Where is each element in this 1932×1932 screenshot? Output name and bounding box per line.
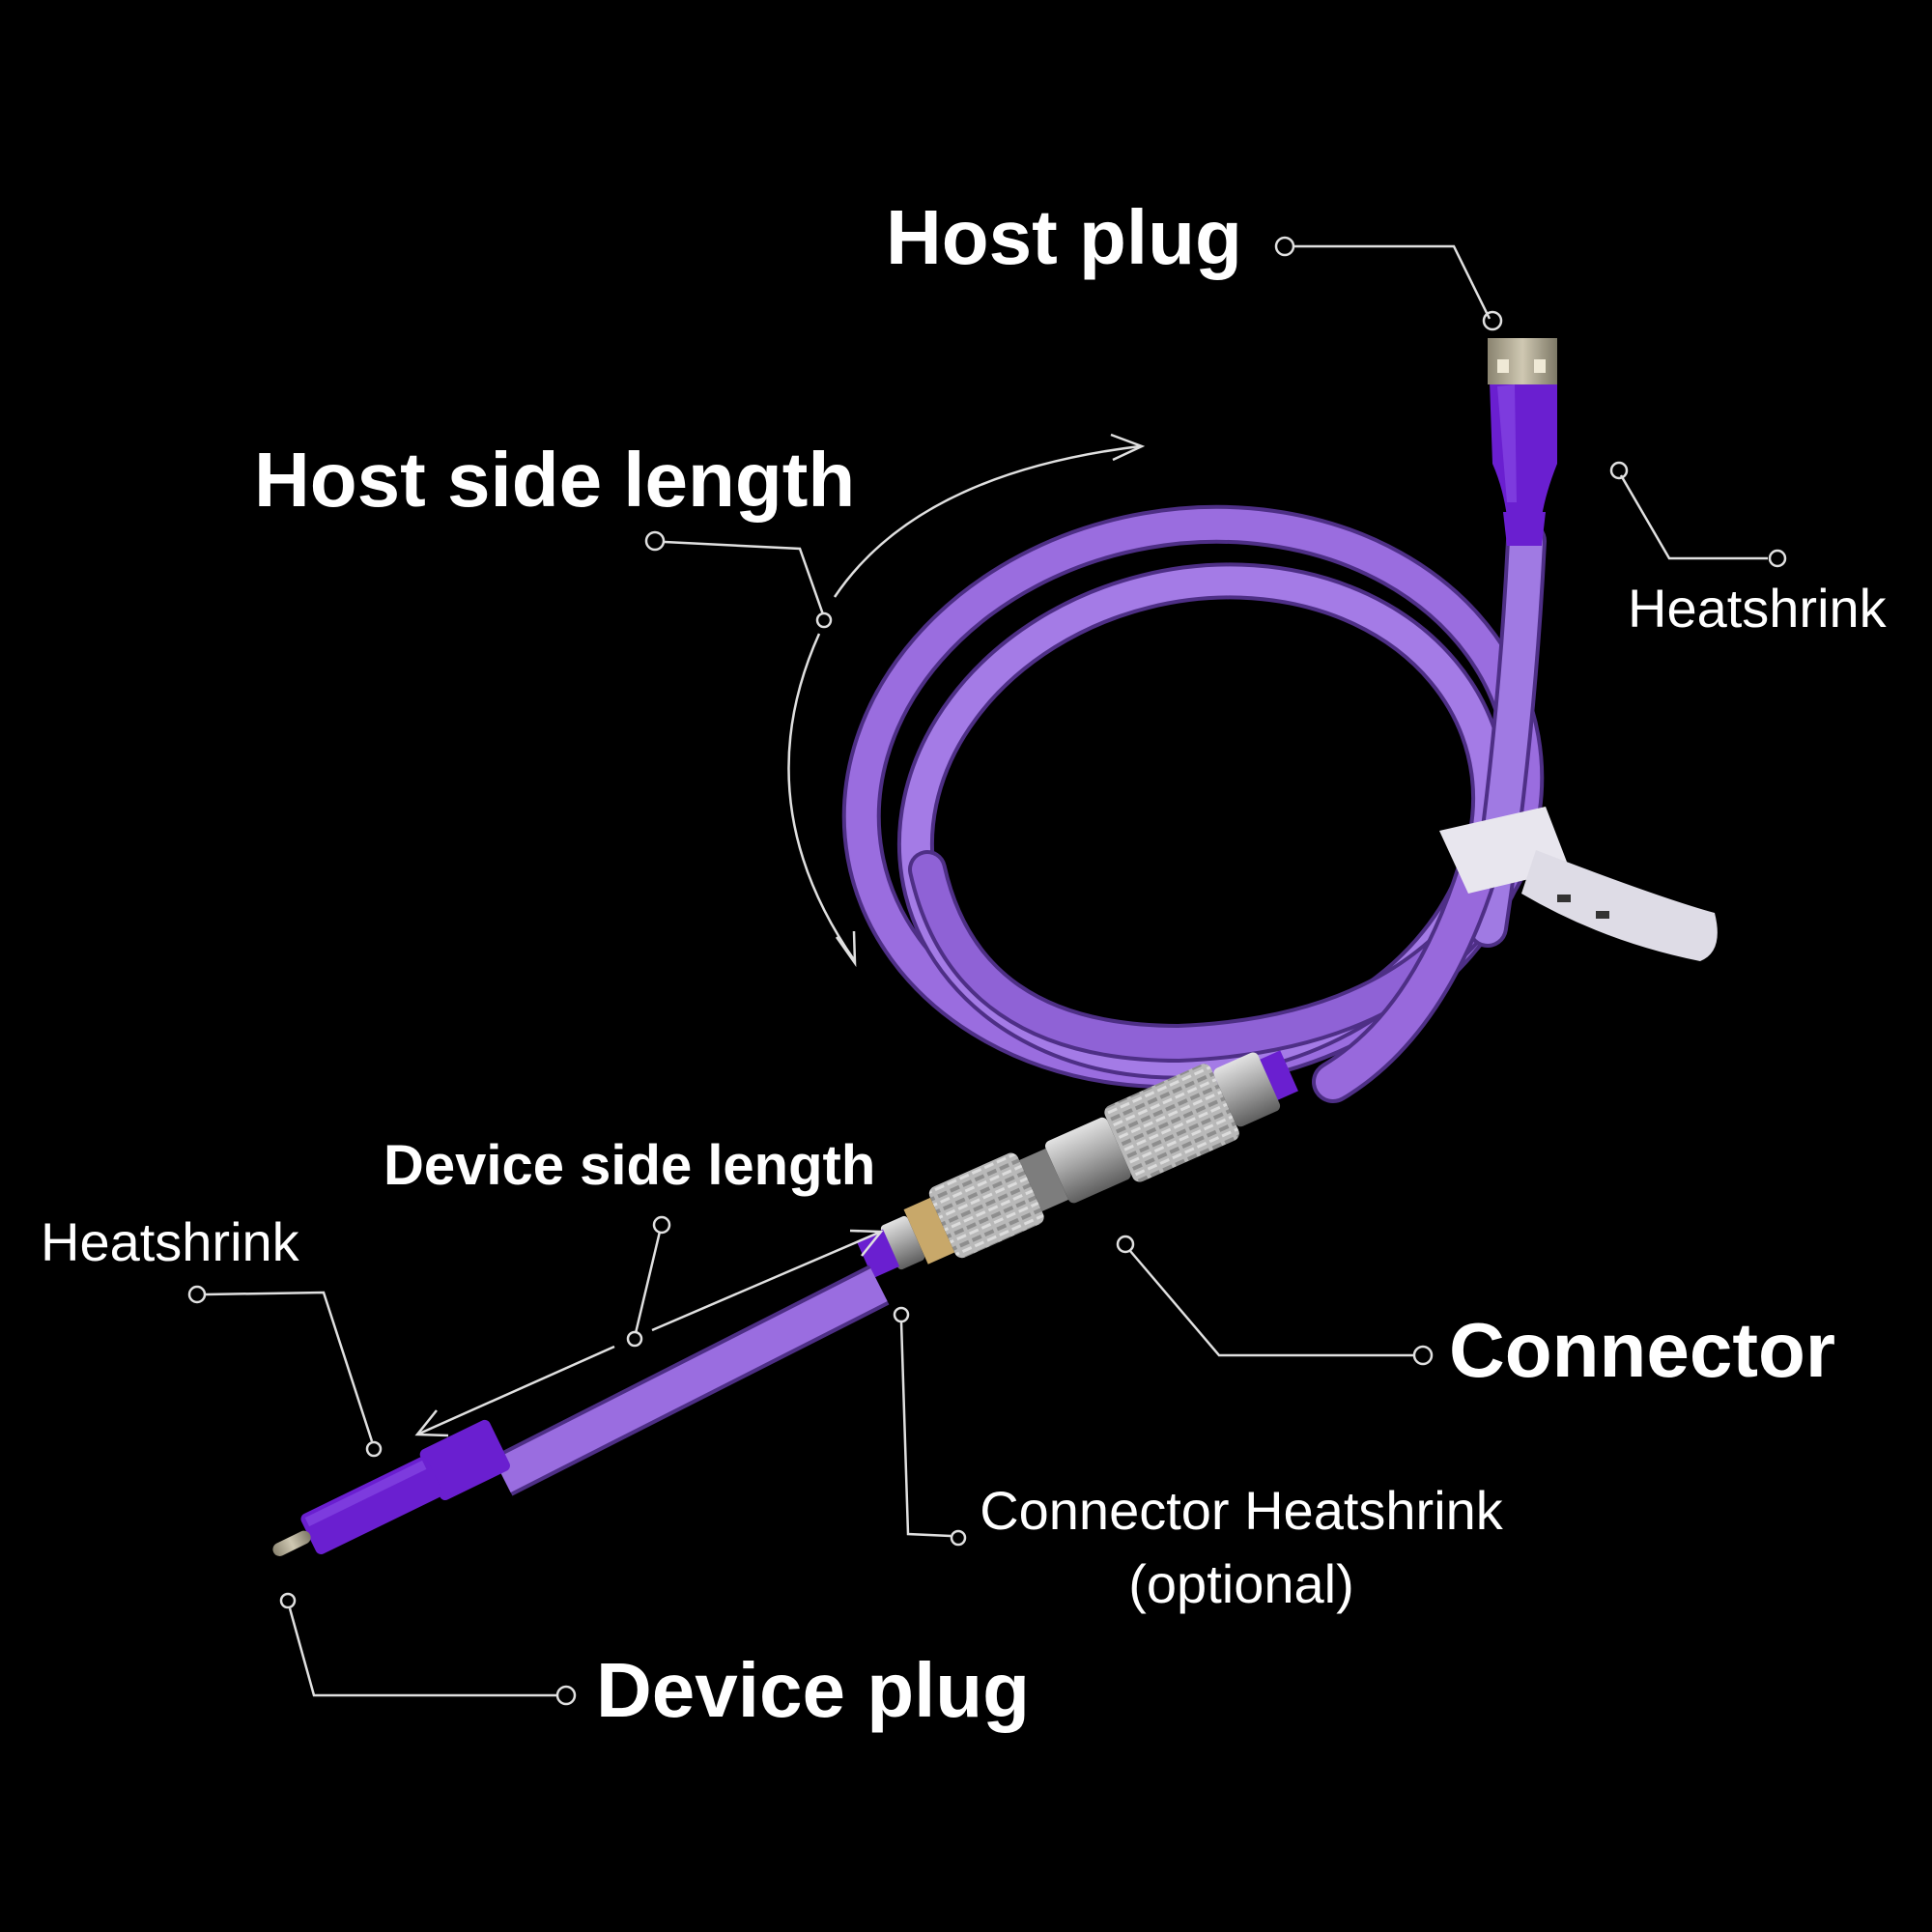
annotation-leaders (187, 236, 1787, 1706)
label-device-plug: Device plug (596, 1647, 1031, 1733)
cable-run-to-connector-braid (1316, 852, 1495, 1099)
connector-knurl-lower (928, 1152, 1044, 1259)
leader-device-plug (288, 1607, 556, 1697)
leader-device-heatshrink (205, 1291, 374, 1442)
leader-connector-heatshrink (899, 1321, 952, 1538)
connector-heatshrink-lower (856, 1229, 900, 1279)
leader-device-side-length (634, 1231, 662, 1334)
label-connector-heatshrink-line2: (optional) (1128, 1552, 1354, 1614)
device-plug (272, 1419, 510, 1556)
device-side-cable (492, 1264, 890, 1496)
connector-knurl-upper (1104, 1064, 1239, 1182)
device-plug-heatshrink (419, 1419, 510, 1501)
usb-c-metal-tip (272, 1530, 311, 1556)
host-side-cable (841, 504, 1547, 1103)
label-connector-heatshrink: Connector Heatshrink (optional) (952, 1474, 1531, 1620)
device-side-length-arrow-left (416, 1345, 615, 1436)
leader-connector (1129, 1250, 1414, 1357)
device-plug-boot (300, 1457, 442, 1555)
label-device-side-length: Device side length (384, 1134, 876, 1197)
label-connector-heatshrink-line1: Connector Heatshrink (980, 1480, 1503, 1541)
leader-host-plug (1294, 244, 1492, 320)
connector-assembly (856, 1050, 1298, 1279)
cable-tie (1439, 807, 1718, 961)
label-heatshrink-host: Heatshrink (1628, 578, 1887, 639)
leader-host-side-length (664, 540, 825, 615)
label-heatshrink-device: Heatshrink (41, 1211, 299, 1272)
connector-heatshrink-upper (1255, 1050, 1298, 1102)
host-plug (1488, 338, 1557, 546)
device-side-length-arrow-right (651, 1230, 882, 1332)
device-side-cable-braid (494, 1268, 888, 1492)
leader-host-heatshrink (1619, 474, 1768, 560)
host-plug-heatshrink (1503, 512, 1546, 546)
label-connector: Connector (1449, 1307, 1835, 1393)
label-host-plug: Host plug (886, 194, 1242, 280)
label-host-side-length: Host side length (254, 437, 856, 523)
host-side-length-arrow-lower (787, 633, 857, 962)
host-side-length-arrow-upper (833, 444, 1141, 598)
